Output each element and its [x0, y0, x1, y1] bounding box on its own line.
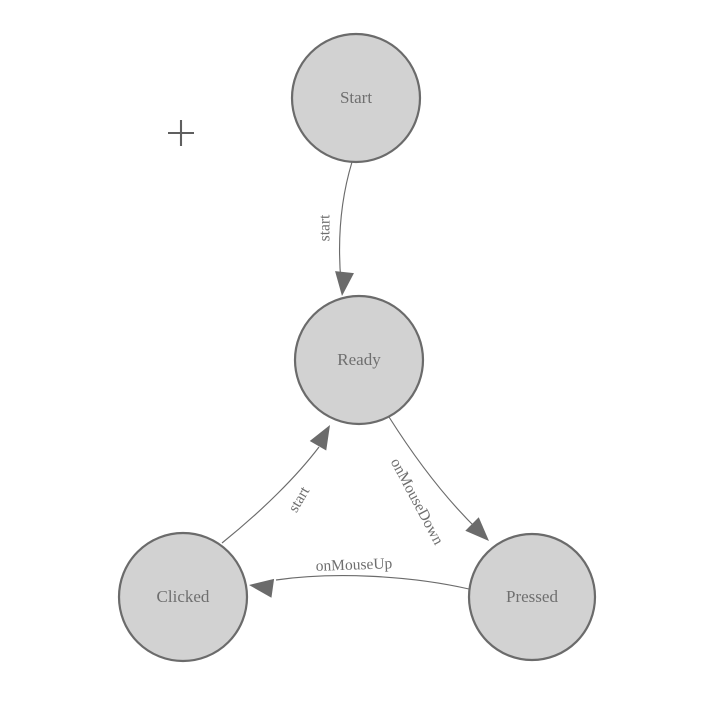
arrowhead-pressed-to-clicked	[249, 578, 275, 598]
node-start[interactable]: Start	[290, 32, 422, 164]
node-pressed[interactable]: Pressed	[467, 532, 597, 662]
edge-start-to-ready[interactable]	[339, 161, 353, 283]
markers-layer	[168, 120, 194, 146]
arrowhead-ready-to-pressed	[465, 517, 489, 541]
arrowhead-start-to-ready	[335, 271, 354, 296]
node-label-pressed: Pressed	[506, 587, 558, 606]
edge-label-start-to-ready: start	[317, 214, 334, 241]
edge-clicked-to-ready[interactable]	[221, 446, 320, 544]
node-label-ready: Ready	[337, 350, 381, 369]
arrowhead-clicked-to-ready	[309, 425, 330, 451]
node-shape-clicked	[117, 531, 249, 663]
node-ready[interactable]: Ready	[293, 294, 425, 426]
node-label-clicked: Clicked	[157, 587, 210, 606]
node-label-start: Start	[340, 88, 372, 107]
edges-layer	[221, 161, 480, 590]
node-shape-ready	[293, 294, 425, 426]
edge-label-clicked-to-ready: start	[285, 483, 313, 515]
node-shape-pressed	[467, 532, 597, 662]
edge-label-pressed-to-clicked: onMouseUp	[315, 555, 392, 575]
edge-label-ready-to-pressed: onMouseDown	[387, 455, 447, 548]
node-clicked[interactable]: Clicked	[117, 531, 249, 663]
node-shape-start	[290, 32, 422, 164]
crosshair-marker[interactable]	[168, 120, 194, 146]
edge-pressed-to-clicked[interactable]	[275, 575, 470, 590]
arrowheads-layer	[249, 271, 489, 598]
edge-ready-to-pressed[interactable]	[388, 416, 480, 532]
